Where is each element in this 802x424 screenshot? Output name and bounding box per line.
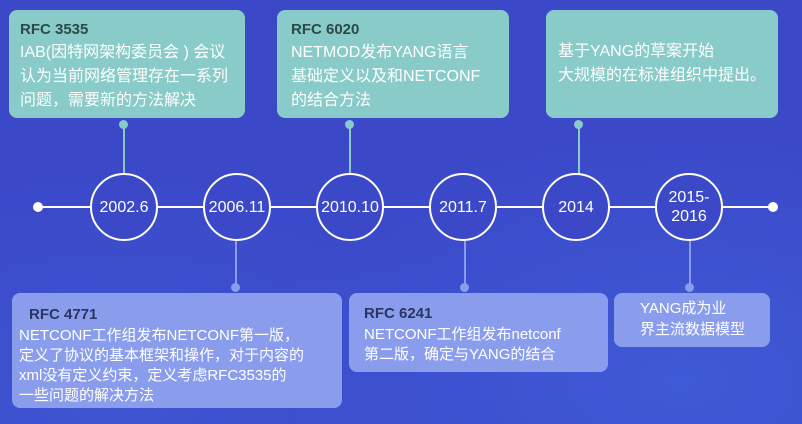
card-line: 定义了协议的基本框架和操作，对于内容的 (19, 347, 305, 364)
event-card-rfc6241: RFC 6241 NETCONF工作组发布netconf 第二版，确定与YANG… (349, 293, 608, 372)
date-label: 2011.7 (439, 198, 487, 216)
connector-2015 (689, 240, 691, 287)
date-node: 2002.6 (90, 173, 158, 241)
card-line: 界主流数据模型 (640, 321, 746, 338)
connector-2011 (464, 240, 466, 287)
date-label: 2006.11 (208, 198, 266, 216)
card-line: 基础定义以及和NETCONF (291, 68, 481, 85)
card-line: 的结合方法 (291, 92, 372, 109)
card-line: NETCONF工作组发布netconf (364, 326, 561, 343)
card-title: RFC 4771 (29, 306, 98, 323)
connector-2010 (349, 124, 351, 174)
card-line: 认为当前网络管理存在一系列 (20, 68, 229, 85)
connector-dot (231, 283, 240, 292)
connector-2014 (578, 124, 580, 174)
connector-2002 (123, 124, 125, 174)
card-line: IAB(因特网架构委员会 ) 会议 (20, 44, 226, 61)
connector-dot (574, 120, 583, 129)
card-line: 第二版，确定与YANG的结合 (364, 346, 556, 363)
card-line: xml没有定义约束，定义考虑RFC3535的 (19, 367, 287, 384)
card-title: RFC 3535 (20, 21, 89, 38)
connector-2006 (235, 240, 237, 287)
event-card-rfc6020: RFC 6020 NETMOD发布YANG语言 基础定义以及和NETCONF 的… (277, 10, 509, 118)
date-node: 2011.7 (429, 173, 497, 241)
date-node: 2006.11 (203, 173, 271, 241)
card-line: 一些问题的解决方法 (19, 387, 155, 404)
timeline-axis (38, 206, 773, 208)
date-node: 2014 (542, 173, 610, 241)
event-card-2015: YANG成为业 界主流数据模型 (614, 293, 770, 347)
event-card-rfc4771: RFC 4771 NETCONF工作组发布NETCONF第一版， 定义了协议的基… (12, 293, 342, 408)
event-card-rfc3535: RFC 3535 IAB(因特网架构委员会 ) 会议 认为当前网络管理存在一系列… (9, 10, 245, 118)
card-title: RFC 6020 (291, 21, 360, 38)
card-line: 大规模的在标准组织中提出。 (558, 67, 767, 84)
date-label: 2015- 2016 (669, 188, 710, 226)
event-card-2014: 基于YANG的草案开始 大规模的在标准组织中提出。 (546, 10, 778, 118)
date-label: 2010.10 (321, 198, 379, 216)
date-line: 2016 (671, 208, 707, 225)
card-line: 基于YANG的草案开始 (558, 43, 715, 60)
date-node: 2015- 2016 (655, 173, 723, 241)
date-node: 2010.10 (316, 173, 384, 241)
timeline-end-dot (768, 202, 778, 212)
connector-dot (460, 283, 469, 292)
connector-dot (685, 283, 694, 292)
card-line: YANG成为业 (640, 300, 727, 317)
date-line: 2015- (668, 189, 710, 206)
connector-dot (119, 120, 128, 129)
card-line: 问题，需要新的方法解决 (20, 92, 197, 109)
date-label: 2014 (558, 198, 594, 216)
card-line: NETMOD发布YANG语言 (291, 44, 469, 61)
connector-dot (345, 120, 354, 129)
card-line: NETCONF工作组发布NETCONF第一版， (19, 327, 299, 344)
date-label: 2002.6 (99, 198, 149, 216)
timeline-start-dot (33, 202, 43, 212)
card-title: RFC 6241 (364, 305, 433, 322)
